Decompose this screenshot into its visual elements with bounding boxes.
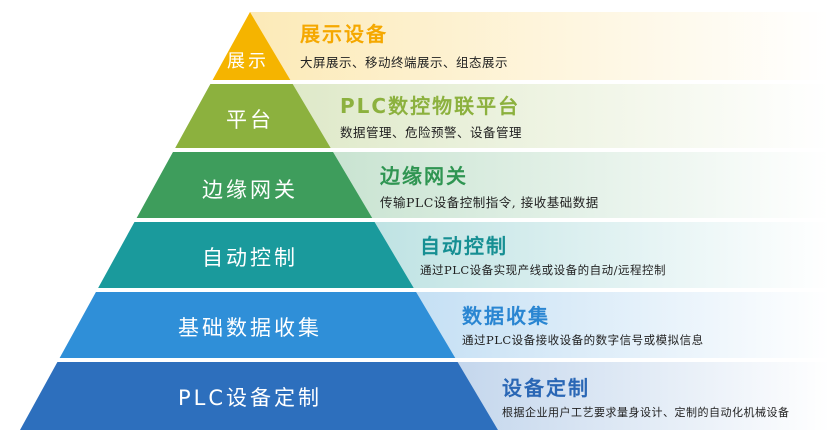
layer-desc-plc-custom: 根据企业用户工艺要求量身设计、定制的自动化机械设备 <box>502 406 790 419</box>
layer-label-display: 展示 <box>227 51 269 72</box>
layer-backdrop-data-collection <box>416 292 830 358</box>
pyramid-layer-plc-custom <box>20 362 498 430</box>
layer-desc-auto-control: 通过PLC设备实现产线或设备的自动/远程控制 <box>420 263 667 277</box>
pyramid-layer-auto-control <box>98 222 414 288</box>
layer-title-edge-gateway: 边缘网关 <box>380 164 468 188</box>
layer-desc-edge-gateway: 传输PLC设备控制指令, 接收基础数据 <box>380 195 599 210</box>
layer-title-data-collection: 数据收集 <box>462 304 550 328</box>
layer-backdrop-platform <box>292 84 830 148</box>
layer-backdrop-edge-gateway <box>333 152 830 218</box>
layer-desc-data-collection: 通过PLC设备接收设备的数字信号或模拟信息 <box>462 333 704 347</box>
layer-desc-platform: 数据管理、危险预警、设备管理 <box>340 125 523 140</box>
layer-label-data-collection: 基础数据收集 <box>178 316 322 340</box>
layer-title-platform: PLC数控物联平台 <box>340 94 521 118</box>
layer-backdrop-auto-control <box>374 222 830 288</box>
layer-backdrop-plc-custom <box>457 362 830 430</box>
layer-label-edge-gateway: 边缘网关 <box>202 178 298 202</box>
layer-title-plc-custom: 设备定制 <box>502 376 590 400</box>
pyramid-layer-display <box>212 12 291 80</box>
layer-label-plc-custom: PLC设备定制 <box>177 386 323 410</box>
pyramid-layer-data-collection <box>59 292 456 358</box>
layer-label-auto-control: 自动控制 <box>202 246 298 270</box>
layer-label-platform: 平台 <box>226 108 274 132</box>
pyramid-layer-edge-gateway <box>136 152 373 218</box>
layer-desc-display: 大屏展示、移动终端展示、组态展示 <box>300 55 509 70</box>
layer-title-display: 展示设备 <box>300 22 388 46</box>
layer-backdrop-display <box>250 12 830 80</box>
pyramid-layer-platform <box>175 84 331 148</box>
layer-title-auto-control: 自动控制 <box>420 234 508 258</box>
